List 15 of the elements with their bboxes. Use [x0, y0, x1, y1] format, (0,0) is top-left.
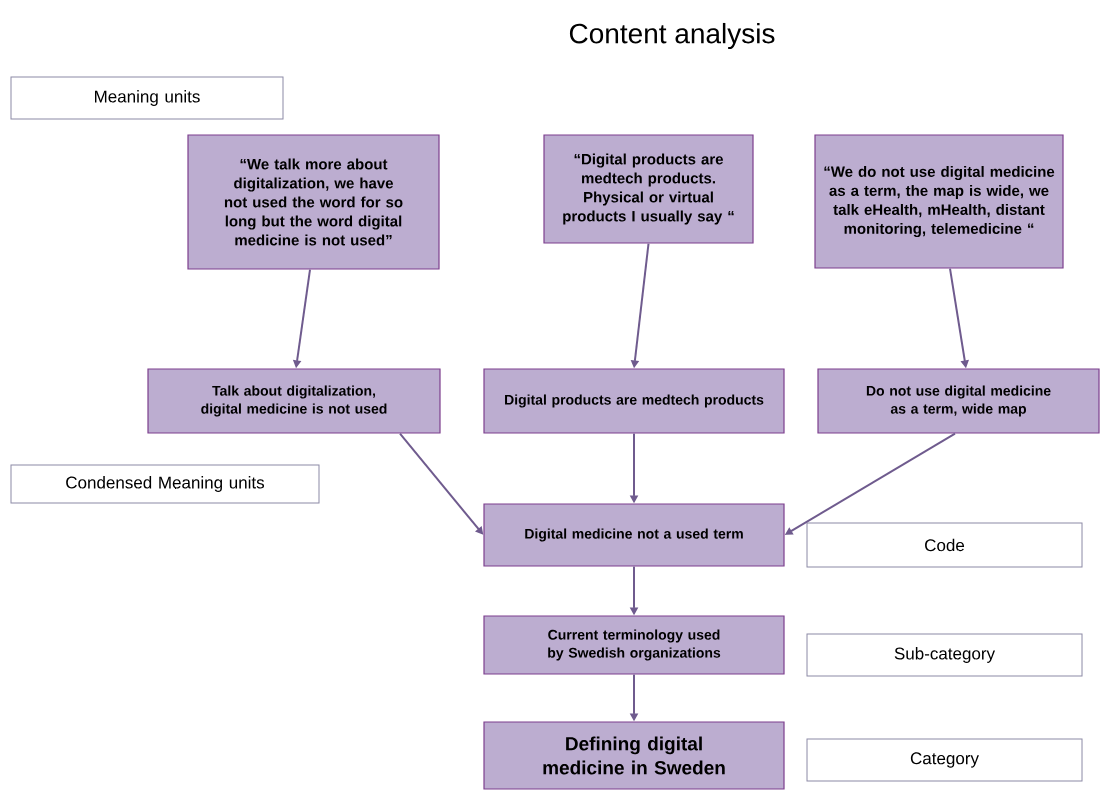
process-box: Talk about digitalization, digital medicine is not used: [147, 368, 441, 434]
level-label-box: Meaning units: [10, 76, 284, 120]
process-box: Digital products are medtech products: [483, 368, 785, 434]
process-box: Do not use digital medicine as a term, wide map: [817, 368, 1100, 434]
level-label-box: Condensed Meaning units: [10, 464, 320, 504]
level-label-box: Category: [806, 738, 1083, 782]
category-box: Defining digital medicine in Sweden: [483, 721, 785, 790]
level-label-box: Sub-category: [806, 633, 1083, 677]
title: Content analysis: [569, 22, 775, 50]
quote-box: “We talk more about digitalization, we have not used the word for so long but the word digital medicine is not used”: [187, 134, 440, 270]
level-label-box: Code: [806, 522, 1083, 568]
process-box: Digital medicine not a used term: [483, 503, 785, 567]
process-box: Current terminology used by Swedish organizations: [483, 615, 785, 675]
quote-box: “Digital products are medtech products. Physical or virtual products I usually say “: [543, 134, 754, 244]
quote-box: “We do not use digital medicine as a term, the map is wide, we talk eHealth, mHealth, distant monitoring, telemedicine “: [814, 134, 1064, 269]
